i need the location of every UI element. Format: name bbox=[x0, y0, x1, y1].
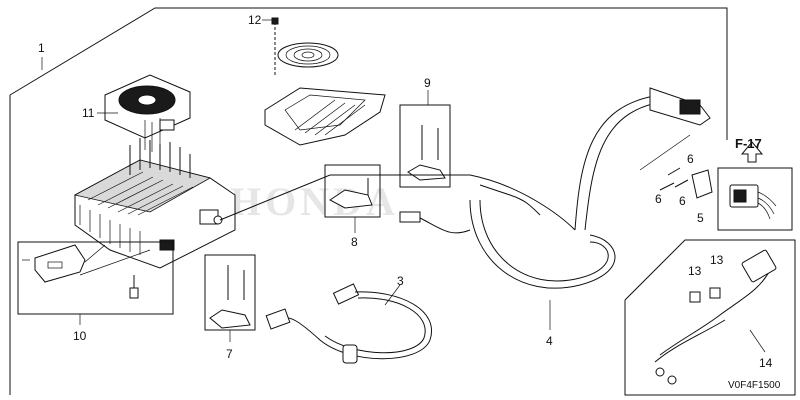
fan-bracket bbox=[264, 87, 386, 146]
leader-14 bbox=[749, 329, 766, 353]
callout-13-left: 13 bbox=[688, 264, 702, 278]
callout-3: 3 bbox=[397, 274, 404, 288]
ac-cable bbox=[265, 283, 432, 364]
diagram-code: V0F4F1500 bbox=[728, 380, 781, 391]
callout-6-left: 6 bbox=[655, 192, 662, 206]
screw-12 bbox=[271, 17, 279, 75]
cable-loop-4 bbox=[469, 199, 616, 289]
clamp-7 bbox=[209, 265, 251, 329]
assembly-frame-top bbox=[9, 7, 728, 96]
callout-5: 5 bbox=[697, 211, 704, 225]
f17-arrow-icon bbox=[740, 141, 764, 163]
cable-to-plug bbox=[574, 94, 661, 231]
callout-14: 14 bbox=[759, 356, 773, 370]
callout-6-top: 6 bbox=[687, 152, 694, 166]
f17-detail-box bbox=[717, 167, 793, 231]
screws-6 bbox=[659, 167, 689, 191]
callout-8: 8 bbox=[351, 235, 358, 249]
connector-cover-5 bbox=[691, 169, 713, 199]
leader-3 bbox=[384, 284, 401, 306]
cooling-fan bbox=[104, 74, 191, 152]
kit-10-frame bbox=[17, 241, 174, 315]
kit-9-frame bbox=[399, 104, 451, 188]
cable-branch bbox=[479, 184, 541, 216]
bolt-10 bbox=[129, 275, 139, 299]
inline-connector bbox=[399, 211, 471, 234]
callout-11: 11 bbox=[82, 106, 95, 120]
clamp-8 bbox=[329, 178, 373, 209]
callout-9: 9 bbox=[424, 76, 431, 90]
charger-unit bbox=[73, 138, 236, 269]
cable-to-plug-edge bbox=[584, 101, 663, 231]
harness-14 bbox=[654, 249, 777, 385]
clamp-9 bbox=[407, 125, 446, 181]
charger-leader-lines bbox=[79, 244, 151, 276]
callout-12: 12 bbox=[248, 13, 262, 27]
kit-8-frame bbox=[324, 164, 381, 218]
callout-1: 1 bbox=[38, 41, 45, 55]
f17-leader-line bbox=[639, 134, 691, 171]
dc-plug bbox=[649, 87, 711, 126]
callout-6-right: 6 bbox=[679, 194, 686, 208]
fan-grille bbox=[277, 42, 339, 68]
callout-7: 7 bbox=[226, 347, 233, 361]
callout-13-right: 13 bbox=[710, 253, 724, 267]
callout-10: 10 bbox=[73, 329, 87, 343]
ref-section-label: F-17 bbox=[735, 136, 762, 151]
mount-bracket-10 bbox=[34, 244, 86, 283]
kit-14-frame bbox=[624, 239, 796, 396]
callout-4: 4 bbox=[546, 334, 553, 348]
cable-loop-4b bbox=[479, 199, 609, 282]
f17-connector-detail bbox=[729, 184, 777, 220]
cable-main bbox=[219, 174, 576, 231]
